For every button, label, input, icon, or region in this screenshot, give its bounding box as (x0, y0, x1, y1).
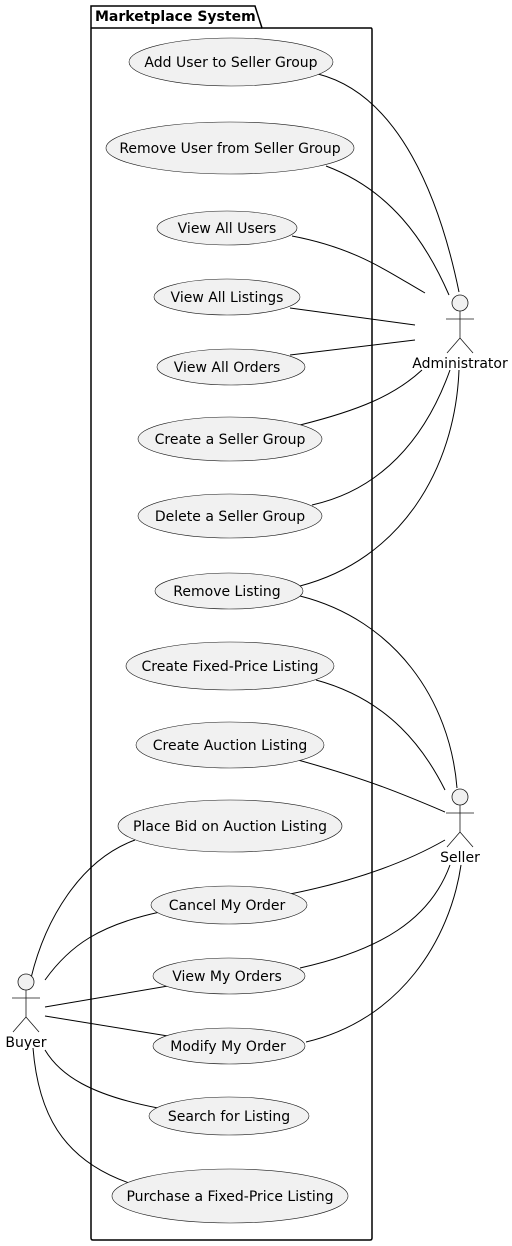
assoc-admin-view-orders (289, 339, 416, 356)
assoc-seller-create-fixed (315, 679, 446, 791)
use-case-label: Add User to Seller Group (144, 55, 317, 71)
actor-label: Buyer (5, 1035, 46, 1051)
use-case-label: Create Auction Listing (153, 738, 308, 754)
package-marketplace-system: Marketplace System (90, 5, 373, 1241)
use-case-remove-user-from-seller-group[interactable]: Remove User from Seller Group (105, 121, 355, 175)
assoc-admin-create-group (299, 369, 423, 426)
associations (30, 73, 462, 1185)
use-case-remove-listing[interactable]: Remove Listing (154, 572, 304, 610)
use-case-create-auction-listing[interactable]: Create Auction Listing (135, 721, 325, 769)
use-case-view-all-users[interactable]: View All Users (156, 210, 298, 246)
use-case-cancel-my-order[interactable]: Cancel My Order (150, 885, 308, 925)
actor-label: Seller (440, 850, 480, 866)
assoc-seller-modify-order (305, 864, 462, 1043)
use-case-create-seller-group[interactable]: Create a Seller Group (137, 416, 323, 462)
use-case-add-user-to-seller-group[interactable]: Add User to Seller Group (128, 37, 334, 87)
actor-buyer[interactable]: Buyer (5, 973, 47, 1051)
use-case-view-all-orders[interactable]: View All Orders (156, 348, 306, 386)
assoc-buyer-place-bid (30, 839, 136, 979)
use-case-label: Create Fixed-Price Listing (141, 659, 318, 675)
assoc-seller-view-orders (299, 864, 451, 969)
assoc-admin-remove-listing (299, 369, 460, 587)
use-case-view-my-orders[interactable]: View My Orders (152, 957, 306, 995)
actor-label: Administrator (412, 356, 508, 372)
use-case-create-fixed-price-listing[interactable]: Create Fixed-Price Listing (125, 641, 335, 691)
use-case-place-bid[interactable]: Place Bid on Auction Listing (117, 799, 343, 853)
use-case-purchase-fixed-price-listing[interactable]: Purchase a Fixed-Price Listing (111, 1168, 349, 1224)
assoc-admin-view-users (291, 235, 426, 294)
actor-administrator[interactable]: Administrator (412, 294, 508, 372)
use-case-label: View All Listings (171, 290, 284, 306)
use-case-label: View All Users (178, 221, 277, 237)
stick-figure-icon (12, 973, 40, 1033)
actor-seller[interactable]: Seller (440, 788, 480, 866)
use-case-search-for-listing[interactable]: Search for Listing (148, 1096, 310, 1136)
assoc-buyer-purchase (32, 1047, 133, 1185)
use-case-label: Delete a Seller Group (155, 509, 305, 525)
use-case-label: Remove Listing (173, 584, 280, 600)
use-case-label: View My Orders (172, 969, 282, 985)
use-case-modify-my-order[interactable]: Modify My Order (152, 1027, 306, 1065)
stick-figure-icon (446, 294, 474, 354)
assoc-admin-delete-group (311, 369, 451, 506)
assoc-seller-cancel-order (289, 839, 446, 895)
assoc-admin-remove-user (325, 165, 450, 296)
use-case-label: Purchase a Fixed-Price Listing (126, 1189, 333, 1205)
use-case-label: View All Orders (174, 360, 281, 376)
use-case-label: Cancel My Order (169, 898, 286, 914)
assoc-buyer-view-orders (44, 985, 169, 1008)
stick-figure-icon (446, 788, 474, 848)
use-case-delete-seller-group[interactable]: Delete a Seller Group (137, 493, 323, 539)
use-case-label: Search for Listing (168, 1109, 290, 1125)
assoc-buyer-cancel-order (44, 911, 161, 981)
assoc-admin-view-listings (289, 307, 416, 326)
package-title: Marketplace System (95, 9, 256, 25)
assoc-admin-add-user (317, 73, 460, 293)
use-case-label: Place Bid on Auction Listing (133, 819, 327, 835)
assoc-buyer-search (44, 1049, 159, 1109)
assoc-seller-create-auction (297, 759, 446, 813)
assoc-buyer-modify-order (44, 1015, 169, 1037)
assoc-seller-remove-listing (299, 595, 458, 789)
use-case-view-all-listings[interactable]: View All Listings (153, 278, 301, 316)
use-case-label: Create a Seller Group (155, 432, 306, 448)
use-case-label: Modify My Order (170, 1039, 286, 1055)
use-case-label: Remove User from Seller Group (119, 141, 340, 157)
